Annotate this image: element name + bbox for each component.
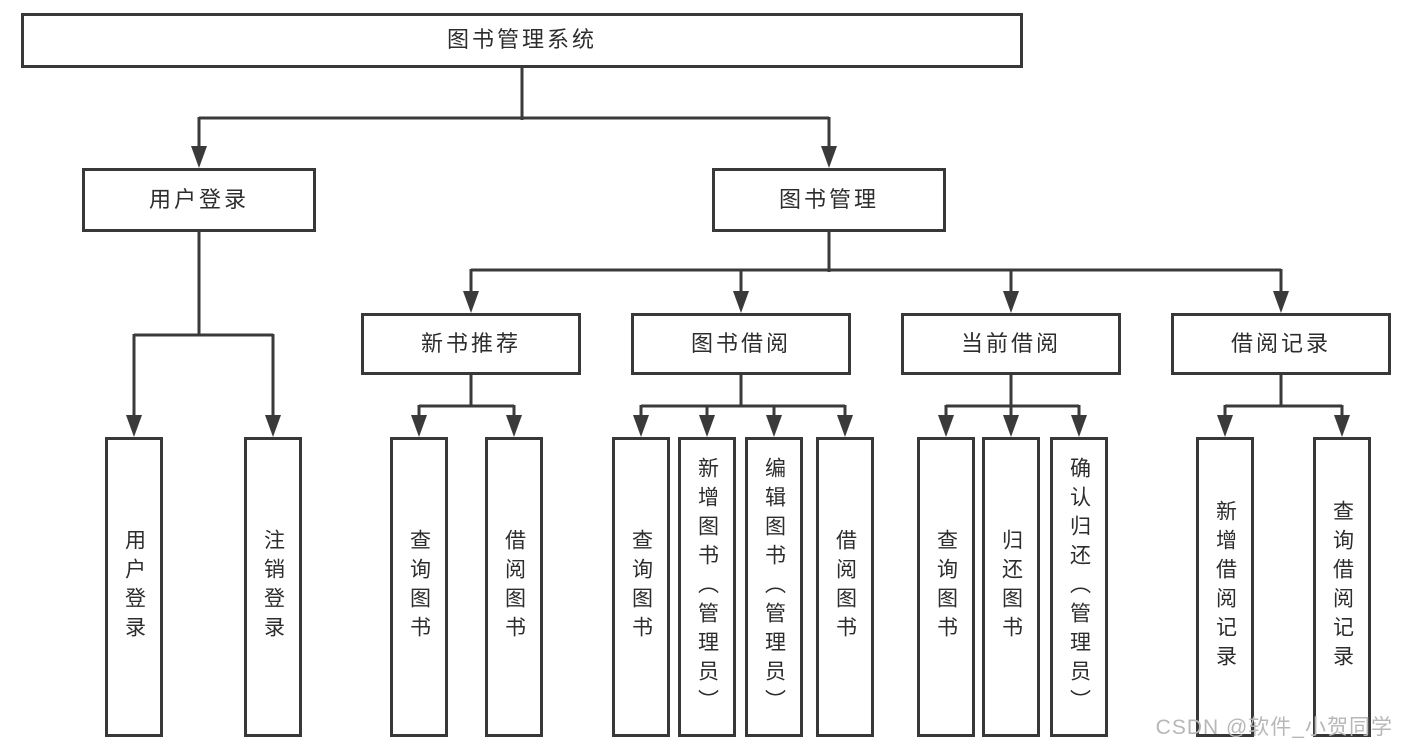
node-leaf-edit-book-admin: 编辑图书（管理员） (745, 437, 803, 737)
arrowhead-icon (506, 415, 522, 437)
arrowhead-icon (265, 415, 281, 437)
arrowhead-icon (633, 415, 649, 437)
connector-path (132, 68, 1344, 419)
arrowhead-icon (837, 415, 853, 437)
arrowhead-icon (1003, 415, 1019, 437)
arrowhead-icon (766, 415, 782, 437)
arrowhead-icon (1217, 415, 1233, 437)
arrowhead-icon (1003, 291, 1019, 313)
node-leaf-logout: 注销登录 (244, 437, 302, 737)
node-leaf-query-books-borrow: 查询图书 (612, 437, 670, 737)
node-current-borrow: 当前借阅 (901, 313, 1121, 375)
node-leaf-return-book: 归还图书 (982, 437, 1040, 737)
node-root: 图书管理系统 (21, 13, 1023, 68)
node-leaf-query-borrow-record: 查询借阅记录 (1313, 437, 1371, 737)
node-leaf-query-books-recommend: 查询图书 (390, 437, 448, 737)
node-borrow-records: 借阅记录 (1171, 313, 1391, 375)
node-book-management: 图书管理 (712, 168, 946, 232)
arrowhead-icon (821, 146, 837, 168)
arrowhead-group (126, 146, 1350, 437)
node-user-login: 用户登录 (82, 168, 316, 232)
arrowhead-icon (733, 291, 749, 313)
arrowhead-icon (699, 415, 715, 437)
arrowhead-icon (191, 146, 207, 168)
watermark: CSDN @软件_小贺同学 (1155, 716, 1393, 739)
arrowhead-icon (1334, 415, 1350, 437)
node-leaf-borrow-books: 借阅图书 (816, 437, 874, 737)
node-leaf-query-books-current: 查询图书 (917, 437, 975, 737)
arrowhead-icon (1071, 415, 1087, 437)
node-leaf-add-book-admin: 新增图书（管理员） (678, 437, 736, 737)
node-new-book-recommend: 新书推荐 (361, 313, 581, 375)
arrowhead-icon (1273, 291, 1289, 313)
arrowhead-icon (411, 415, 427, 437)
node-book-borrow: 图书借阅 (631, 313, 851, 375)
node-leaf-confirm-return-admin: 确认归还（管理员） (1050, 437, 1108, 737)
arrowhead-icon (463, 291, 479, 313)
arrowhead-icon (126, 415, 142, 437)
node-leaf-user-login: 用户登录 (105, 437, 163, 737)
node-leaf-add-borrow-record: 新增借阅记录 (1196, 437, 1254, 737)
node-leaf-borrow-books-recommend: 借阅图书 (485, 437, 543, 737)
arrowhead-icon (938, 415, 954, 437)
